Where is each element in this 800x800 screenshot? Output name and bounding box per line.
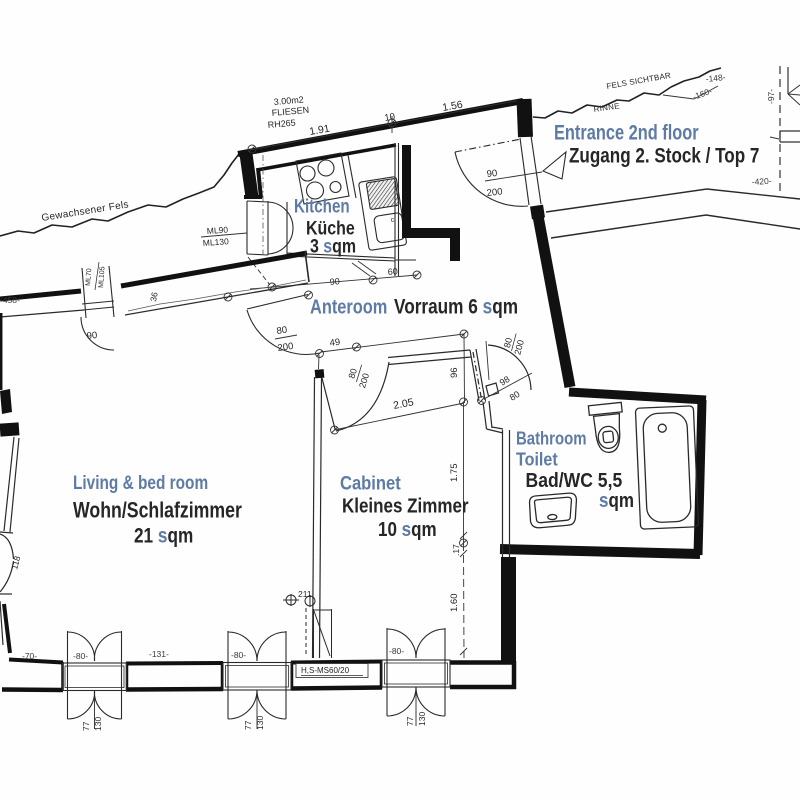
svg-text:77: 77 <box>405 716 415 726</box>
svg-text:80: 80 <box>276 325 288 337</box>
svg-text:130: 130 <box>93 717 103 731</box>
svg-text:80: 80 <box>346 367 358 380</box>
svg-text:-70-: -70- <box>22 651 37 661</box>
svg-text:Cabinet: Cabinet <box>340 472 401 494</box>
svg-text:Toilet: Toilet <box>516 448 558 469</box>
svg-text:-80-: -80- <box>231 650 246 660</box>
svg-text:Bad/WC 5,5: Bad/WC 5,5 <box>526 469 623 491</box>
svg-text:Entrance 2nd floor: Entrance 2nd floor <box>554 121 699 144</box>
svg-text:RH265: RH265 <box>267 118 296 130</box>
svg-text:211: 211 <box>298 589 312 599</box>
svg-text:ML130: ML130 <box>202 236 229 248</box>
svg-text:90: 90 <box>486 168 498 180</box>
svg-text:90: 90 <box>86 330 98 342</box>
svg-text:Vorraum 6 sqm: Vorraum 6 sqm <box>394 296 518 319</box>
svg-text:90: 90 <box>329 276 340 287</box>
svg-text:ML90: ML90 <box>206 225 228 236</box>
svg-text:1.60: 1.60 <box>449 594 460 613</box>
svg-text:80: 80 <box>508 389 522 403</box>
svg-text:-148-: -148- <box>705 72 726 84</box>
svg-text:Kleines Zimmer: Kleines Zimmer <box>342 494 469 517</box>
svg-text:-131-: -131- <box>149 649 169 659</box>
svg-text:21 sqm: 21 sqm <box>134 524 193 548</box>
svg-text:Kitchen: Kitchen <box>294 195 350 217</box>
svg-text:130: 130 <box>255 716 265 730</box>
svg-text:.17: .17 <box>451 544 461 556</box>
svg-text:1.56: 1.56 <box>441 99 463 114</box>
svg-text:Zugang 2. Stock / Top 7: Zugang 2. Stock / Top 7 <box>569 144 759 168</box>
svg-text:c: c <box>390 216 395 224</box>
svg-text:Küche: Küche <box>306 217 355 239</box>
svg-text:80: 80 <box>502 337 514 349</box>
svg-text:118: 118 <box>9 555 22 571</box>
svg-text:77: 77 <box>81 721 91 731</box>
svg-text:36: 36 <box>148 291 160 302</box>
svg-text:-80-: -80- <box>389 646 404 656</box>
svg-text:10: 10 <box>384 111 396 124</box>
svg-text:-97-: -97- <box>766 89 776 104</box>
svg-text:49: 49 <box>329 337 341 349</box>
svg-text:130: 130 <box>417 712 427 726</box>
svg-text:Wohn/Schlafzimmer: Wohn/Schlafzimmer <box>73 499 242 523</box>
svg-text:Anteroom: Anteroom <box>310 295 387 318</box>
svg-text:sqm: sqm <box>599 489 634 512</box>
svg-text:ML105: ML105 <box>98 266 106 288</box>
svg-text:96: 96 <box>449 367 460 378</box>
svg-text:200: 200 <box>277 341 294 354</box>
svg-text:-80-: -80- <box>73 651 88 661</box>
svg-text:60: 60 <box>387 266 398 277</box>
svg-text:RINNE: RINNE <box>593 101 620 114</box>
svg-text:FLIESEN: FLIESEN <box>271 105 309 118</box>
svg-text:3.00m2: 3.00m2 <box>273 94 304 107</box>
svg-text:1.75: 1.75 <box>449 464 460 483</box>
svg-text:ML70: ML70 <box>85 268 93 286</box>
svg-text:-420-: -420- <box>751 176 772 187</box>
svg-text:1.91: 1.91 <box>308 123 330 138</box>
svg-text:10 sqm: 10 sqm <box>378 518 437 541</box>
svg-text:98: 98 <box>498 374 512 388</box>
svg-text:Living & bed room: Living & bed room <box>73 471 208 493</box>
svg-text:2.05: 2.05 <box>392 396 415 412</box>
svg-text:-458-: -458- <box>0 295 20 305</box>
svg-text:200: 200 <box>486 186 503 199</box>
svg-text:200: 200 <box>357 372 371 389</box>
svg-text:77: 77 <box>243 720 253 730</box>
svg-text:3 sqm: 3 sqm <box>310 235 356 257</box>
svg-text:200: 200 <box>512 339 526 356</box>
svg-text:Bathroom: Bathroom <box>516 428 587 449</box>
svg-text:H,S-MS60/20: H,S-MS60/20 <box>301 666 350 675</box>
